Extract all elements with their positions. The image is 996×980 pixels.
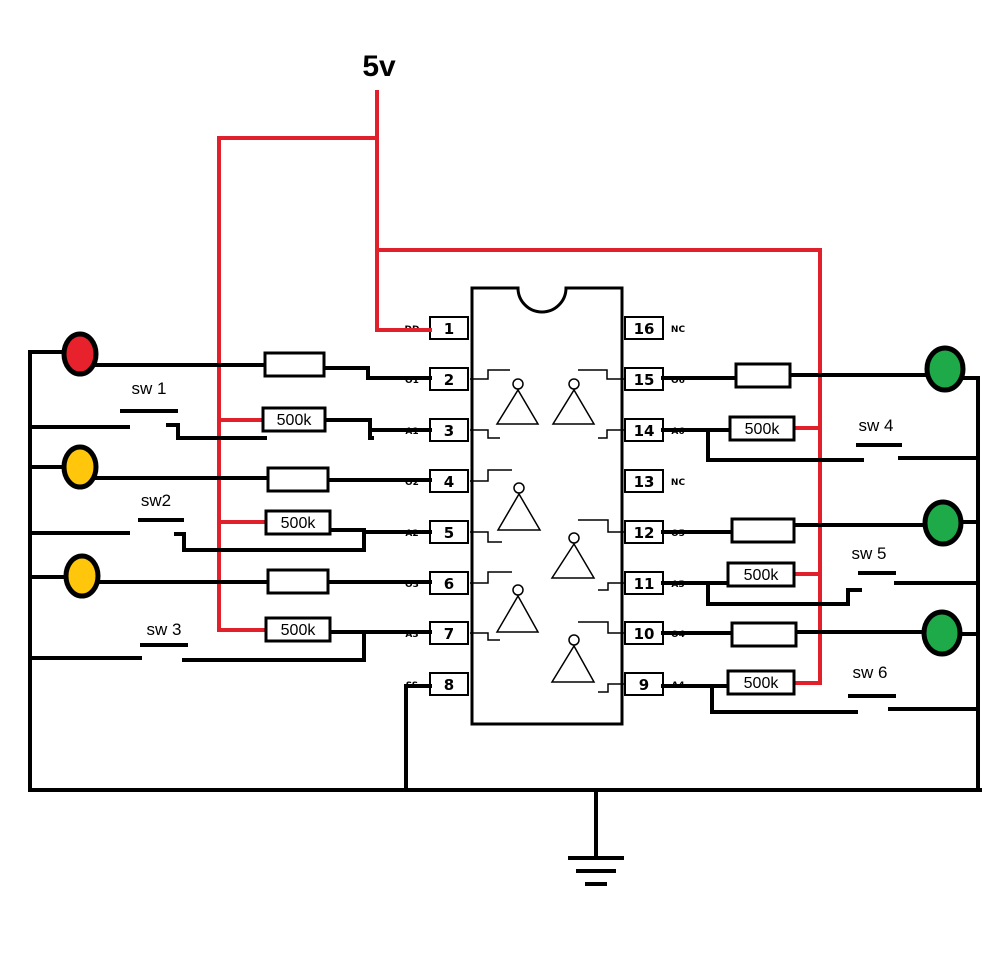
supply-label: 5v [362,50,396,83]
pin-4-label: 4 [444,473,454,491]
led-green-1 [924,345,966,393]
led-green-3 [921,609,963,657]
led-yellow-2 [63,553,101,599]
inverter-gates [470,369,624,693]
pin-4-name: O2 [405,478,419,488]
led-red [61,331,99,377]
pin-2-name: O1 [405,376,419,386]
ic-right-pins: 16 15 14 13 12 11 10 9 NC O6 A6 NC O5 A5… [624,316,686,696]
pin-8-label: 8 [444,676,454,694]
pin-13-label: 13 [634,473,655,491]
resistor-pin11 [726,561,796,588]
resistor-pin2 [263,351,326,378]
resistor-pin4 [266,466,330,493]
pin-6-label: 6 [444,575,454,593]
led-yellow-1 [61,444,99,490]
resistor-value-pin9: 500k [744,675,780,692]
resistor-value-pin5: 500k [281,515,317,532]
pin-15-name: O6 [671,376,685,386]
switch-label-4: sw 4 [859,416,894,435]
ic-chip: 1 2 3 4 5 6 7 8 DD O1 A1 O2 A2 O3 A3 SS [405,286,686,726]
switch-label-3: sw 3 [147,620,182,639]
led-green-2 [922,499,964,547]
pin-7-label: 7 [444,625,454,643]
pin-5-label: 5 [444,524,454,542]
pin-10-label: 10 [634,625,655,643]
resistor-pin12 [730,517,796,544]
resistor-pin7 [264,616,332,643]
pin-6-name: O3 [405,580,419,590]
ground-wires [28,350,982,860]
resistor-pin14 [728,415,796,442]
pin-11-label: 11 [634,575,655,593]
pin-14-label: 14 [634,422,655,440]
resistor-pin3 [261,406,327,433]
pin-2-label: 2 [444,371,454,389]
resistor-value-pin14: 500k [745,421,781,438]
pin-3-label: 3 [444,422,454,440]
supply-wires [217,90,822,685]
resistor-value-pin3: 500k [277,412,313,429]
resistors: 500k 500k 500k 500k 500k 500k [261,351,798,696]
resistor-pin10 [730,621,798,648]
ic-left-pins: 1 2 3 4 5 6 7 8 DD O1 A1 O2 A2 O3 A3 SS [405,316,469,696]
resistor-value-pin11: 500k [744,567,780,584]
resistor-pin6 [266,568,330,595]
pin-16-name: NC [671,325,686,335]
pin-13-name: NC [671,478,686,488]
switch-label-6: sw 6 [853,663,888,682]
resistor-pin5 [264,509,332,536]
pin-9-label: 9 [639,676,649,694]
pin-12-label: 12 [634,524,655,542]
pin-15-label: 15 [634,371,655,389]
switch-label-1: sw 1 [132,379,167,398]
pin-7-name: A3 [405,630,418,640]
resistor-pin15 [734,362,792,389]
leds [61,331,966,657]
resistor-value-pin7: 500k [281,622,317,639]
pin-16-label: 16 [634,320,655,338]
switch-label-5: sw 5 [852,544,887,563]
pin-1-label: 1 [444,320,454,338]
ground-symbol [568,856,624,886]
resistor-pin9 [726,669,796,696]
switch-label-2: sw2 [141,491,171,510]
